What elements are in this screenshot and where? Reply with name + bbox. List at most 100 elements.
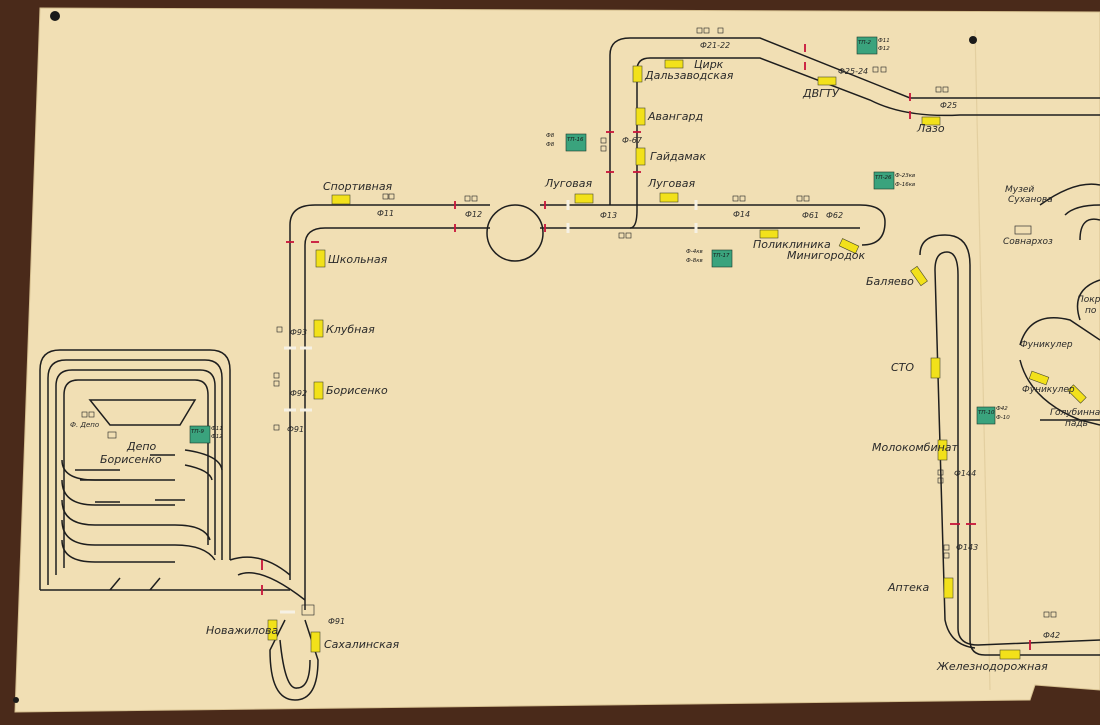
label-tsirk: Цирк [694,58,724,71]
feeder-f62: Ф62 [826,211,843,220]
stop-novazhilova [267,619,278,641]
stop-sakhalinskaya [310,631,321,653]
substation-16-line2: Ф8 [546,142,555,148]
substation-26-line1: Ф-23кв [895,173,915,179]
label-poliklinika: Поликлиника [753,238,831,251]
station-labels: Спортивная Школьная Клубная Борисенко Лу… [70,58,1100,673]
stop-borisenko [313,381,324,400]
stop-molokombinat [937,439,948,461]
substation-9-line2: Ф12 [211,434,223,440]
substation-2-line2: Ф12 [878,46,890,52]
stop-dvgtu [817,76,837,86]
feeder-f91-lower: Ф91 [328,617,345,626]
substation-26-line2: Ф-16кв [895,182,915,188]
feeder-f144: Ф144 [954,469,976,478]
stop-lugovaya-1 [574,193,594,204]
stop-shkolnaya [315,249,326,268]
feeder-f12: Ф12 [465,210,482,219]
substation-16-line1: Ф8 [546,133,555,139]
substation-2-no: ТП-2 [858,40,871,46]
label-shkolnaya: Школьная [328,253,388,266]
section-insulators [261,44,1031,650]
stop-markers [267,59,1087,660]
track-network [39,37,1100,701]
label-gaydamak: Гайдамак [650,150,706,163]
label-sportivnaya: Спортивная [323,180,393,193]
stop-zheleznodorozhnaya [999,649,1021,660]
label-sakhalinskaya: Сахалинская [324,638,399,651]
label-zheleznodorozhnaya: Железнодорожная [936,660,1048,673]
depot-name: Борисенко [100,453,162,466]
feeder-f25-24: Ф25-24 [838,67,868,76]
feeder-f91-upper: Ф91 [287,425,304,434]
stop-tsirk [664,59,684,69]
label-golubinaya: Голубинная [1050,408,1100,418]
feeder-f143: Ф143 [956,543,978,552]
stop-sto [930,357,941,379]
stop-gaydamak [635,147,646,166]
paper-sheet [14,7,1100,713]
substation-2-line1: Ф11 [878,38,890,44]
stop-minigorodok [838,238,860,254]
feeder-f93: Ф93 [290,328,307,337]
label-klubnaya: Клубная [326,323,375,336]
feeder-f14: Ф14 [733,210,750,219]
label-minigorodok: Минигородок [787,249,866,262]
substation-10-no: ТП-10 [978,410,995,416]
pin [50,11,60,21]
stop-apteka [943,577,954,599]
stop-balyaevo [910,265,928,287]
label-funikuler-2: Фуникулер [1022,385,1075,395]
feeder-f21-22: Ф21-22 [700,41,730,50]
feeder-f11: Ф11 [377,209,394,218]
stop-klubnaya [313,319,324,338]
depot-feeder: Ф. Депо [70,421,99,429]
label-po: по [1085,306,1097,316]
feeder-labels: Ф11 Ф12 Ф13 Ф14 Ф61 Ф62 Ф25 Ф25-24 Ф21-2… [287,41,1060,640]
label-sukhanova: Суханова [1008,195,1053,205]
stop-sportivnaya [331,194,351,205]
substation-9-line1: Ф11 [211,426,223,432]
substation-17-line1: Ф-4кв [686,249,703,255]
stop-funikuler [1028,370,1050,386]
traction-substations [189,36,996,444]
stop-dalzavodskaya [632,65,643,83]
substation-16-no: ТП-16 [567,137,584,143]
label-sovnarkhoz: Совнархоз [1003,237,1053,247]
substation-10-line2: Ф-10 [996,415,1010,421]
label-molokombinat: Молокомбинат [872,441,959,454]
label-lugovaya-1: Луговая [544,177,593,190]
label-borisenko: Борисенко [326,384,388,397]
feeder-f42: Ф42 [1043,631,1060,640]
stop-golubinaya [1067,384,1087,404]
label-novazhilova: Новажилова [206,624,279,637]
pin [969,36,977,44]
feeder-f67: Ф-67 [622,136,643,145]
stop-poliklinika [759,229,779,239]
label-dvgtu: ДВГТУ [802,87,840,100]
pin [13,697,19,703]
label-funikuler-1: Фуникулер [1020,340,1073,350]
feeder-boxes [81,27,1057,618]
label-dalzavodskaya: Дальзаводская [644,69,734,82]
substation-26-no: ТП-26 [875,175,892,181]
feeder-f61: Ф61 [802,211,819,220]
label-balyaevo: Баляево [866,275,914,288]
stop-avangard [635,107,646,126]
label-muzey: Музей [1005,185,1034,195]
label-pokr: Покр [1077,295,1100,305]
label-avangard: Авангард [647,110,703,123]
substation-10-line1: Ф42 [996,406,1008,412]
stop-lugovaya-2 [659,192,679,203]
feeder-f25: Ф25 [940,101,957,110]
label-lazo: Лазо [916,122,945,135]
substation-17-line2: Ф-8кв [686,258,703,264]
label-lugovaya-2: Луговая [647,177,696,190]
stop-lazo [921,116,941,126]
feeder-f92: Ф92 [290,389,307,398]
section-breaks [280,200,698,614]
depot-title: Депо [126,440,157,453]
feeder-f13: Ф13 [600,211,617,220]
